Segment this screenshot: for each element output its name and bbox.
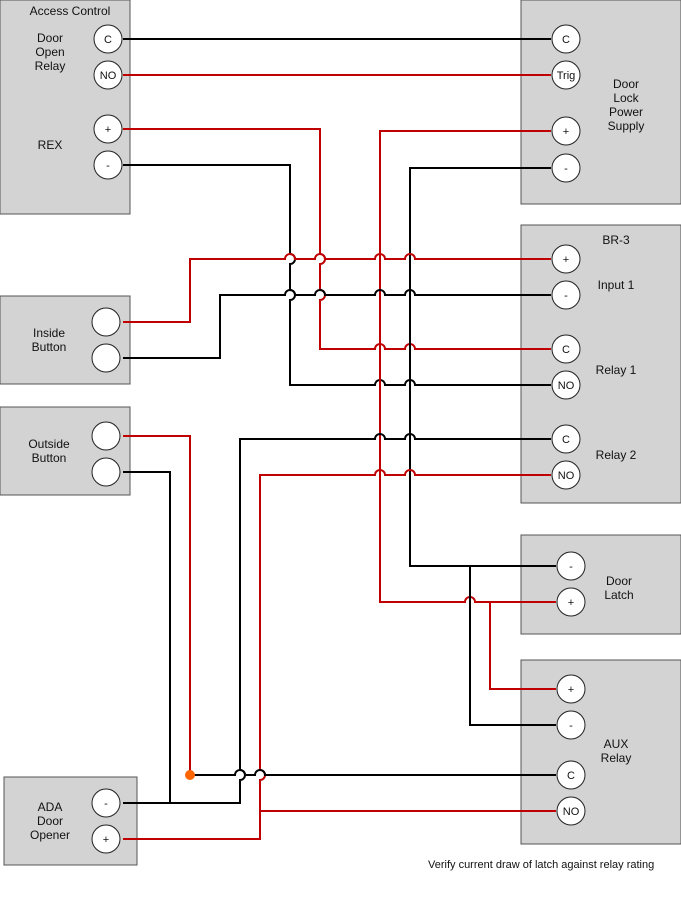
ada-minus-label: - bbox=[104, 798, 108, 810]
power-supply-label-3: Power bbox=[609, 105, 643, 119]
latch-plus-terminal[interactable] bbox=[556, 587, 586, 617]
br3-relay1-no-label: NO bbox=[558, 380, 575, 392]
ps-c-label: C bbox=[562, 34, 570, 46]
rex-minus-terminal[interactable] bbox=[93, 150, 123, 180]
rating-note: Verify current draw of latch against rel… bbox=[428, 859, 654, 871]
door-latch-box: Door Latch bbox=[520, 534, 681, 635]
outside-button-terminal-2[interactable] bbox=[91, 457, 121, 487]
wire-junction-to-aux-c bbox=[190, 769, 556, 776]
ps-c-terminal[interactable] bbox=[551, 24, 581, 54]
rex-minus-label: - bbox=[106, 160, 110, 172]
relay-no-label: NO bbox=[100, 70, 117, 82]
br3-relay2-c-label: C bbox=[562, 434, 570, 446]
latch-minus-terminal[interactable] bbox=[556, 551, 586, 581]
terminals: C NO + - C Trig + - + - C NO C NO bbox=[91, 24, 586, 854]
aux-minus-label: - bbox=[569, 720, 573, 732]
access-control-title: Access Control bbox=[30, 4, 111, 18]
power-supply-label-1: Door bbox=[613, 77, 639, 91]
ps-trig-terminal[interactable] bbox=[551, 60, 581, 90]
wire-outside-btn-to-junction bbox=[123, 435, 191, 775]
wires bbox=[123, 38, 556, 840]
ps-trig-label: Trig bbox=[557, 70, 576, 82]
wire-ps-plus-to-latch-plus bbox=[379, 130, 556, 603]
aux-minus-terminal[interactable] bbox=[556, 710, 586, 740]
outside-button-label-2: Button bbox=[32, 451, 67, 465]
br3-input1-label: Input 1 bbox=[598, 278, 635, 292]
aux-relay-label-1: AUX bbox=[604, 737, 629, 751]
relay-no-terminal[interactable] bbox=[93, 60, 123, 90]
ada-plus-label: + bbox=[103, 834, 109, 846]
door-open-relay-label-1: Door bbox=[37, 31, 63, 45]
ada-opener-label-2: Door bbox=[37, 814, 63, 828]
inside-button-label-1: Inside bbox=[33, 326, 65, 340]
ps-plus-label: + bbox=[563, 126, 569, 138]
aux-c-label: C bbox=[567, 770, 575, 782]
aux-no-label: NO bbox=[563, 806, 580, 818]
wire-latch-minus-to-aux-minus bbox=[469, 566, 556, 726]
door-latch-label-1: Door bbox=[606, 574, 632, 588]
br3-relay2-label: Relay 2 bbox=[596, 448, 637, 462]
br3-input-minus-label: - bbox=[564, 290, 568, 302]
br3-relay1-c-label: C bbox=[562, 344, 570, 356]
br3-relay2-no-terminal[interactable] bbox=[551, 460, 581, 490]
ps-minus-label: - bbox=[564, 163, 568, 175]
br3-input-minus-terminal[interactable] bbox=[551, 280, 581, 310]
br3-input-plus-label: + bbox=[563, 254, 569, 266]
ada-opener-label-3: Opener bbox=[30, 828, 70, 842]
br3-relay1-no-terminal[interactable] bbox=[551, 370, 581, 400]
ada-minus-terminal[interactable] bbox=[91, 788, 121, 818]
power-supply-label-2: Lock bbox=[613, 91, 639, 105]
br3-relay2-no-label: NO bbox=[558, 470, 575, 482]
latch-plus-label: + bbox=[568, 597, 574, 609]
door-latch-label-2: Latch bbox=[604, 588, 633, 602]
outside-button-terminal-1[interactable] bbox=[91, 421, 121, 451]
inside-button-label-2: Button bbox=[32, 340, 67, 354]
inside-button-terminal-1[interactable] bbox=[91, 307, 121, 337]
relay-c-label: C bbox=[104, 34, 112, 46]
aux-relay-box: AUX Relay bbox=[520, 659, 681, 845]
br3-title: BR-3 bbox=[602, 233, 630, 247]
aux-relay-label-2: Relay bbox=[601, 751, 632, 765]
ps-plus-terminal[interactable] bbox=[551, 116, 581, 146]
br3-relay1-c-terminal[interactable] bbox=[551, 334, 581, 364]
ada-plus-terminal[interactable] bbox=[91, 824, 121, 854]
power-supply-box: Door Lock Power Supply bbox=[520, 0, 681, 205]
br3-box: BR-3 Input 1 Relay 1 Relay 2 bbox=[520, 224, 681, 504]
ps-minus-terminal[interactable] bbox=[551, 153, 581, 183]
wire-ps-minus-to-latch-minus bbox=[409, 167, 556, 567]
latch-minus-label: - bbox=[569, 561, 573, 573]
ada-opener-label-1: ADA bbox=[38, 800, 63, 814]
inside-button-terminal-2[interactable] bbox=[91, 343, 121, 373]
outside-button-box: Outside Button bbox=[0, 406, 131, 496]
br3-relay2-c-terminal[interactable] bbox=[551, 424, 581, 454]
br3-relay1-label: Relay 1 bbox=[596, 363, 637, 377]
door-open-relay-label-2: Open bbox=[35, 45, 64, 59]
wire-outside-btn-to-ada-minus bbox=[123, 471, 171, 803]
wire-relay2-no-to-ada-plus bbox=[123, 469, 551, 840]
rex-plus-terminal[interactable] bbox=[93, 114, 123, 144]
relay-c-terminal[interactable] bbox=[93, 24, 123, 54]
wire-latch-plus-to-aux-plus bbox=[489, 602, 556, 690]
rex-label: REX bbox=[38, 138, 63, 152]
wire-relay2-c-to-ada-minus bbox=[123, 433, 551, 804]
br3-input-plus-terminal[interactable] bbox=[551, 244, 581, 274]
aux-plus-terminal[interactable] bbox=[556, 674, 586, 704]
aux-plus-label: + bbox=[568, 684, 574, 696]
wire-inside-btn-to-input-minus bbox=[123, 289, 551, 359]
wire-rex-minus-to-relay1-no bbox=[123, 164, 551, 386]
aux-c-terminal[interactable] bbox=[556, 760, 586, 790]
wire-rex-plus-to-relay1-c bbox=[123, 128, 551, 350]
door-open-relay-label-3: Relay bbox=[35, 59, 66, 73]
junction-dot bbox=[185, 770, 195, 780]
aux-no-terminal[interactable] bbox=[556, 796, 586, 826]
rex-plus-label: + bbox=[105, 124, 111, 136]
power-supply-label-4: Supply bbox=[608, 119, 645, 133]
ada-opener-box: ADA Door Opener bbox=[3, 776, 138, 866]
outside-button-label-1: Outside bbox=[28, 437, 70, 451]
wire-inside-btn-to-input-plus bbox=[123, 253, 551, 323]
